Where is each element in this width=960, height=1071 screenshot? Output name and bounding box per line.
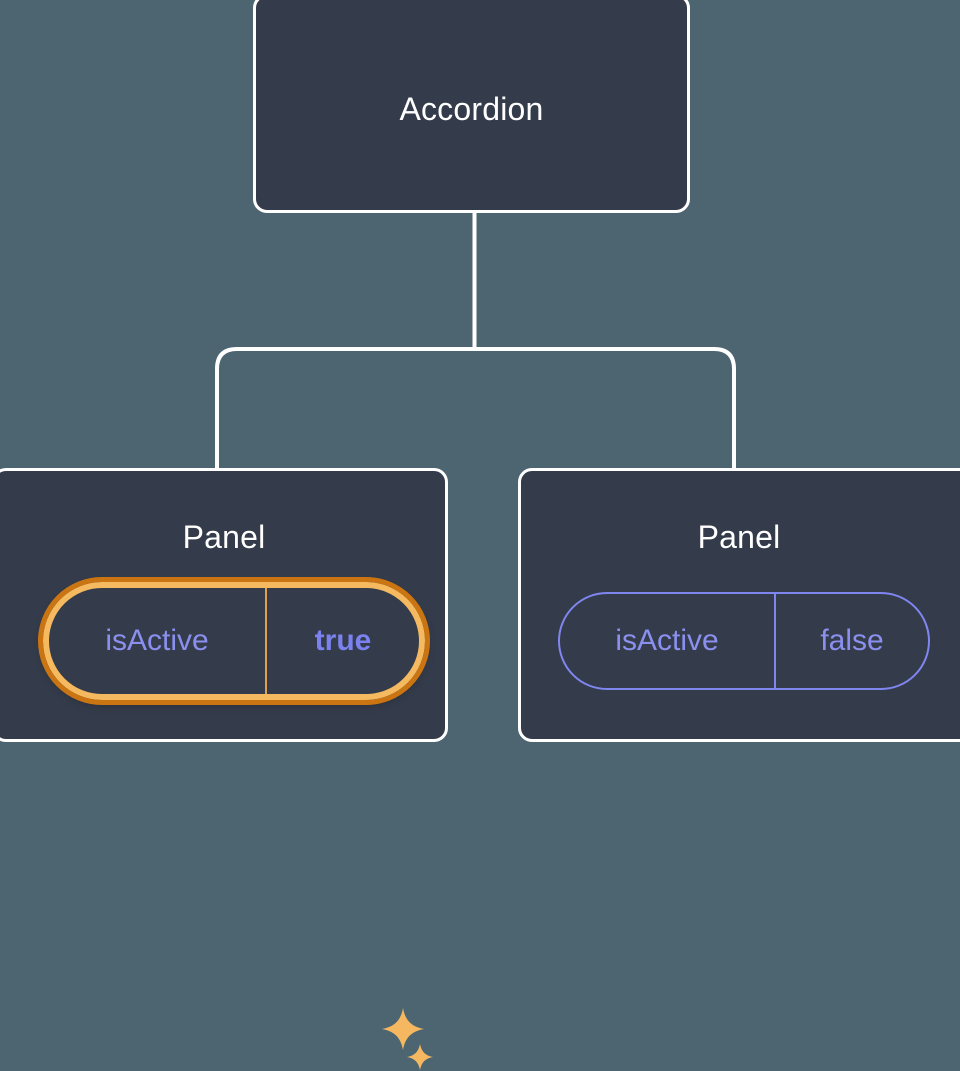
prop-pill-inactive[interactable]: isActive false (558, 592, 930, 690)
prop-value: true (314, 624, 372, 657)
prop-pill-body[interactable]: isActive false (558, 592, 930, 690)
prop-pill-body[interactable]: isActive true (38, 577, 430, 705)
sparkle-icon (407, 1044, 433, 1070)
connector-branch-right (474, 347, 736, 470)
sparkle-icon (382, 1008, 424, 1050)
connector-branch-left (215, 347, 475, 470)
node-panel-left-label: Panel (182, 519, 266, 555)
prop-value: false (820, 624, 884, 657)
prop-key: isActive (560, 594, 776, 688)
node-panel-right-label: Panel (697, 519, 781, 555)
prop-pill-active[interactable]: isActive true (38, 577, 430, 705)
node-accordion-label: Accordion (399, 91, 544, 127)
node-accordion[interactable]: Accordion (253, 0, 690, 213)
prop-key: isActive (49, 588, 267, 694)
